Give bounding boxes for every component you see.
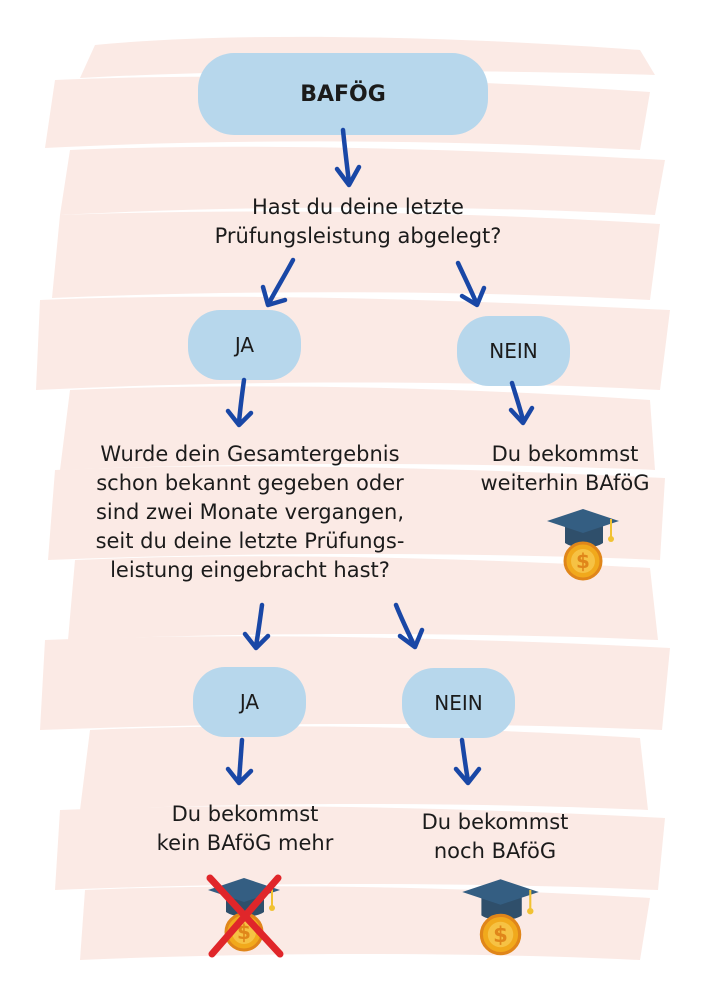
arrow-down [508,380,535,426]
question-2-line-3: sind zwei Monate vergangen, [95,500,405,524]
arrow-down-right [393,602,425,650]
result-yes-2-line-1: Du bekommst [171,802,319,826]
graduation-cap-coin-icon: $ [462,879,539,956]
title-box: BAFÖG [198,53,488,135]
question-2-line-5: leistung eingebracht hast? [110,558,390,582]
result-yes-2: Du bekommst kein BAföG mehr [120,800,370,858]
question-1-line-1: Hast du deine letzte [252,195,464,219]
arrow-down-right [455,260,487,308]
result-yes-2-line-2: kein BAföG mehr [156,831,334,855]
title-label: BAFÖG [300,81,386,107]
result-no-1-line-2: weiterhin BAföG [480,471,650,495]
arrow-down [225,377,254,428]
question-2-line-1: Wurde dein Gesamtergebnis [100,442,400,466]
arrow-down-left [260,257,296,308]
arrow-down [453,737,482,786]
arrow-down [225,737,254,786]
result-no-2: Du bekommst noch BAföG [380,808,610,866]
result-no-1-line-1: Du bekommst [491,442,639,466]
graduation-cap-coin-crossed-icon: $ [206,874,284,958]
arrow-down [334,127,362,188]
question-2: Wurde dein Gesamtergebnis schon bekannt g… [66,440,434,585]
graduation-cap-coin-icon: $ [547,509,619,581]
result-no-2-line-2: noch BAföG [433,839,557,863]
yes-box-1: JA [188,310,301,380]
question-1: Hast du deine letzte Prüfungsleistung ab… [168,193,548,251]
question-1-line-2: Prüfungsleistung abgelegt? [214,224,502,248]
no-label-1: NEIN [489,339,538,363]
no-label-2: NEIN [434,691,483,715]
yes-label-2: JA [239,690,260,714]
no-box-2: NEIN [402,668,515,738]
yes-box-2: JA [193,667,306,737]
yes-label-1: JA [234,333,255,357]
question-2-line-4: seit du deine letzte Prüfungs- [95,529,405,553]
svg-text:$: $ [576,549,590,573]
result-no-2-line-1: Du bekommst [421,810,569,834]
result-no-1: Du bekommst weiterhin BAföG [455,440,675,498]
svg-text:$: $ [493,923,508,948]
no-box-1: NEIN [457,316,570,386]
arrow-down [242,602,271,651]
question-2-line-2: schon bekannt gegeben oder [96,471,404,495]
